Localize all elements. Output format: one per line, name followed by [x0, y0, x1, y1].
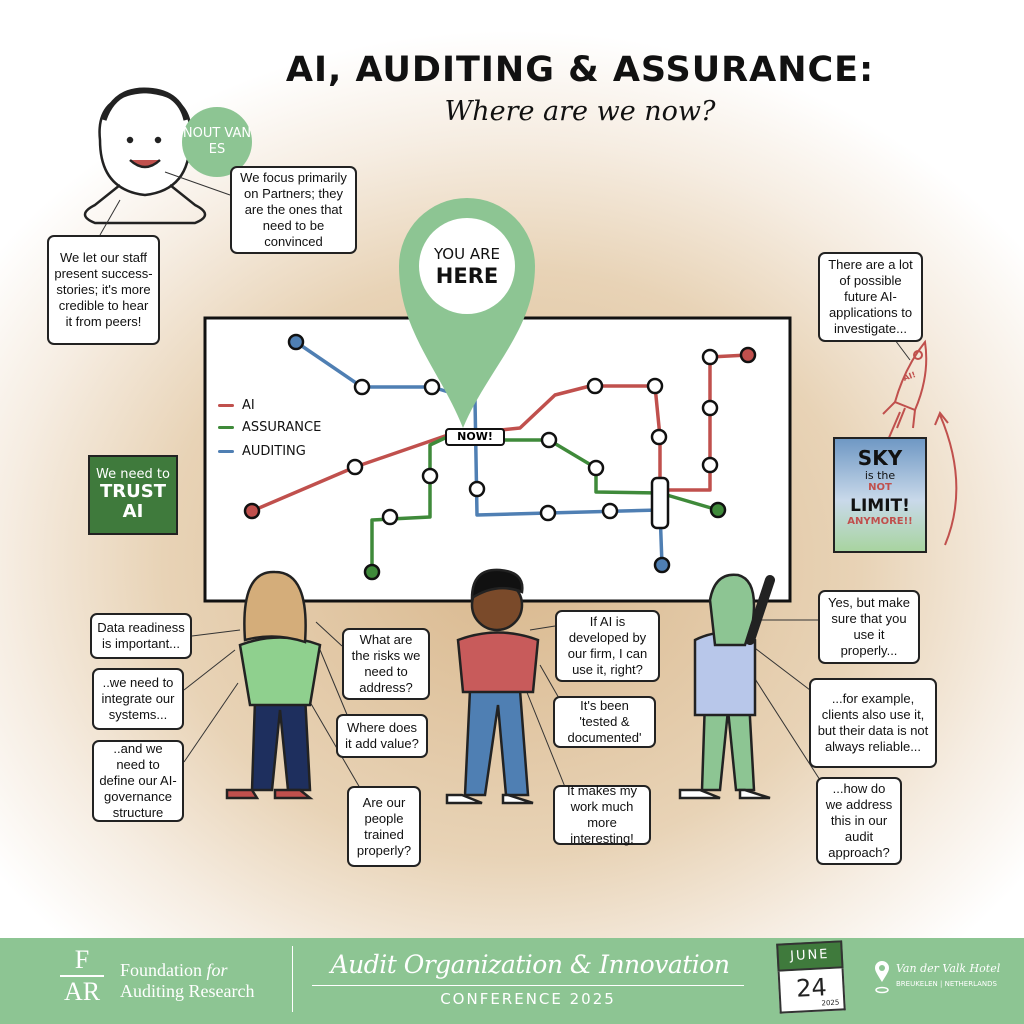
speech-bubble-staff: We let our staff present success-stories… — [47, 235, 160, 345]
speech-bubble-partners: We focus primarily on Partners; they are… — [230, 166, 357, 254]
metro-station — [586, 377, 604, 395]
speech-bubble: It makes my work much more interesting! — [553, 783, 651, 846]
line-auditing — [294, 340, 664, 567]
poster-not: NOT — [868, 482, 892, 493]
poster-sky: SKY — [857, 446, 903, 470]
metro-terminus — [739, 346, 757, 364]
legend-auditing: AUDITING — [218, 444, 306, 459]
venue-name: Van der Valk Hotel — [896, 962, 1001, 975]
poster-anymore: ANYMORE!! — [847, 516, 913, 527]
speech-bubble: Data readiness is important... — [90, 613, 192, 659]
poster-limit: LIMIT! — [850, 496, 910, 516]
speech-bubble: Are our people trained properly? — [347, 786, 421, 867]
metro-station — [468, 480, 486, 498]
line-assurance — [370, 436, 720, 574]
speech-bubble: If AI is developed by our firm, I can us… — [555, 610, 660, 682]
metro-terminus — [287, 333, 305, 351]
legend-ai: AI — [218, 398, 255, 413]
speaker-name-badge: NOUT VAN ES — [182, 107, 252, 177]
speech-bubble: Where does it add value? — [336, 714, 428, 758]
speech-bubble: ...for example, clients also use it, but… — [809, 678, 937, 768]
conference-subtitle: CONFERENCE 2025 — [440, 990, 616, 1008]
metro-station — [601, 502, 619, 520]
speech-bubble: What are the risks we need to address? — [342, 628, 430, 700]
divider — [292, 946, 293, 1012]
page-subtitle: Where are we now? — [444, 96, 716, 127]
rocket-icon — [882, 339, 958, 546]
speech-bubble: ...how do we address this in our audit a… — [816, 777, 902, 865]
divider — [312, 985, 744, 986]
now-station-label: NOW! — [445, 428, 505, 446]
metro-station — [701, 399, 719, 417]
metro-station — [353, 378, 371, 396]
pin-label-line1: YOU ARE — [433, 245, 501, 263]
metro-terminus — [653, 556, 671, 574]
person-man — [445, 568, 540, 805]
speech-bubble: It's been 'tested & documented' — [553, 696, 656, 748]
metro-station — [650, 428, 668, 446]
metro-station — [423, 378, 441, 396]
page-title: AI, AUDITING & ASSURANCE: — [285, 50, 875, 90]
pin-label-line2: HERE — [435, 264, 499, 288]
metro-station — [539, 504, 557, 522]
legend-assurance: ASSURANCE — [218, 420, 321, 435]
conference-title: Audit Organization & Innovation — [330, 950, 730, 979]
speech-bubble-future: There are a lot of possible future AI-ap… — [818, 252, 923, 342]
metro-terminus — [363, 563, 381, 581]
metro-terminus — [709, 501, 727, 519]
poster-is-the: is the — [864, 469, 896, 482]
speech-bubble: Yes, but make sure that you use it prope… — [818, 590, 920, 664]
person-woman-blonde — [225, 570, 322, 800]
speech-bubble: ..and we need to define our AI-governanc… — [92, 740, 184, 822]
metro-station — [701, 456, 719, 474]
metro-station — [381, 508, 399, 526]
sky-poster: SKY is the NOT LIMIT! ANYMORE!! — [833, 437, 927, 553]
metro-station — [646, 377, 664, 395]
person-woman-headscarf — [678, 573, 775, 800]
speech-bubble: ..we need to integrate our systems... — [92, 668, 184, 730]
metro-station — [540, 431, 558, 449]
location-pin-icon — [875, 961, 889, 994]
metro-station — [701, 348, 719, 366]
metro-station — [421, 467, 439, 485]
metro-station — [346, 458, 364, 476]
metro-terminus — [243, 502, 261, 520]
metro-station — [587, 459, 605, 477]
venue-location: BREUKELEN | NETHERLANDS — [896, 980, 997, 988]
interchange-station — [650, 476, 670, 530]
